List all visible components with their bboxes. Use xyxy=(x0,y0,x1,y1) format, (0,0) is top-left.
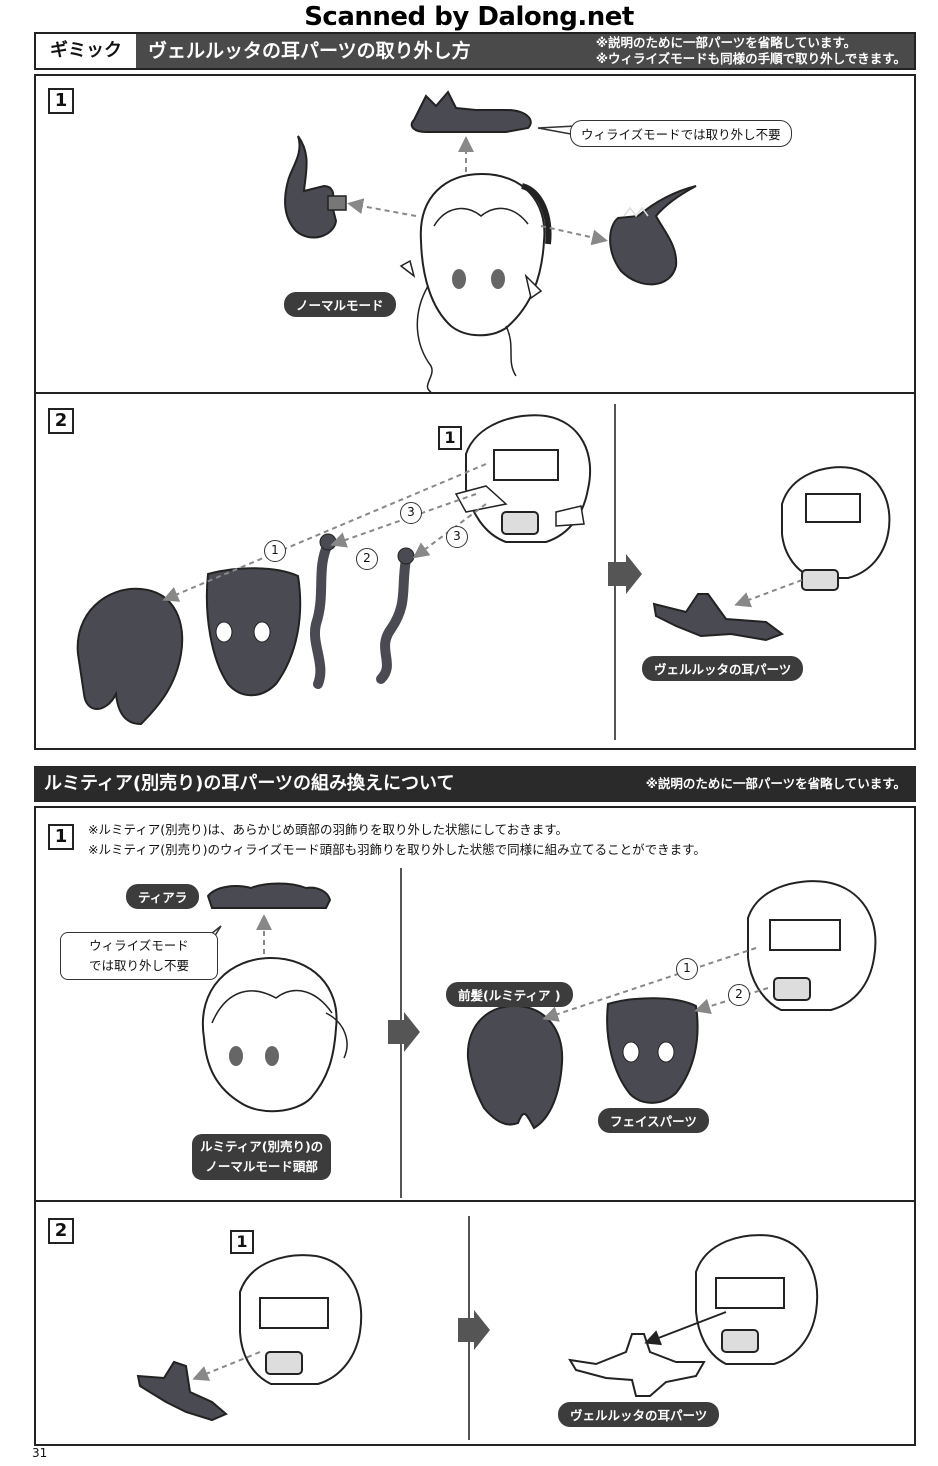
transition-arrow xyxy=(458,1310,490,1350)
ear-part xyxy=(652,593,785,642)
step-number: 2 xyxy=(48,408,74,434)
left-ear-part xyxy=(284,135,347,239)
head-frame-after xyxy=(695,1234,819,1365)
lumitia-head xyxy=(201,956,348,1113)
marker-3-circle-a: 3 xyxy=(400,502,422,524)
face-part xyxy=(606,997,699,1104)
side-curl-left xyxy=(310,539,333,689)
lumitia-note-2: ※ルミティア(別売り)のウィライズモード頭部も羽飾りを取り外した状態で同様に組み… xyxy=(88,842,706,857)
lumitia-note: ※説明のために一部パーツを省略しています。 xyxy=(645,776,906,791)
step-number: 1 xyxy=(48,88,74,114)
gimmick-step2-panel: 2 xyxy=(34,392,916,750)
head-drawing xyxy=(399,172,552,392)
top-crown-part xyxy=(410,90,532,133)
face-parts-label: フェイスパーツ xyxy=(598,1108,709,1133)
ear-socket-part xyxy=(136,1360,228,1422)
marker-2-circle: 2 xyxy=(728,984,750,1006)
transition-arrow xyxy=(388,1012,420,1052)
lumitia-head-label: ルミティア(別売り)の ノーマルモード頭部 xyxy=(192,1134,332,1180)
bangs-label: 前髪(ルミティア ) xyxy=(446,982,573,1007)
head-frame xyxy=(454,414,592,543)
lumitia-step1-notes: ※ルミティア(別売り)は、あらかじめ頭部の羽飾りを取り外した状態にしておきます。… xyxy=(88,820,706,860)
marker-1-frame: 1 xyxy=(230,1230,254,1254)
back-hair-part xyxy=(76,587,184,726)
tiara-label: ティアラ xyxy=(126,884,200,909)
head-label-line-2: ノーマルモード頭部 xyxy=(205,1159,318,1174)
arrow-left-ear xyxy=(347,198,417,217)
transition-arrow xyxy=(608,554,642,594)
step-number: 2 xyxy=(48,1218,74,1244)
head-frame xyxy=(747,880,877,1011)
lumitia-note-1: ※ルミティア(別売り)は、あらかじめ頭部の羽飾りを取り外した状態にしておきます。 xyxy=(88,822,568,837)
marker-3-circle-b: 3 xyxy=(446,526,468,548)
gimmick-title: ヴェルルッタの耳パーツの取り外し方 xyxy=(148,40,471,62)
gimmick-step1-panel: 1 xyxy=(34,74,916,394)
ear-parts-label: ヴェルルッタの耳パーツ xyxy=(558,1402,720,1427)
marker-2-circle: 2 xyxy=(356,548,378,570)
gimmick-tag: ギミック xyxy=(36,34,136,68)
marker-1-circle: 1 xyxy=(264,540,286,562)
front-hair-part xyxy=(466,1004,564,1130)
callout-no-removal: ウィライズモード では取り外し不要 xyxy=(60,932,218,980)
step1-illustration xyxy=(284,90,697,392)
gimmick-header: ギミック ヴェルルッタの耳パーツの取り外し方 ※説明のために一部パーツを省略して… xyxy=(34,32,916,70)
step2-illustration xyxy=(76,414,891,726)
tiara-part xyxy=(206,882,332,909)
ear-part xyxy=(568,1333,706,1397)
step-number: 1 xyxy=(48,824,74,850)
ear-parts-label: ヴェルルッタの耳パーツ xyxy=(642,656,804,681)
lumitia-step2-illustration xyxy=(136,1234,819,1422)
page-number: 31 xyxy=(32,1446,48,1460)
side-curl-right xyxy=(376,554,411,684)
lumitia-step1-illustration xyxy=(195,880,877,1130)
lumitia-step2-panel: 2 1 ヴェルルッタの耳パーツ xyxy=(34,1200,916,1446)
head-label-line-1: ルミティア(別売り)の xyxy=(200,1139,324,1154)
gimmick-note-2: ※ウィライズモードも同様の手順で取り外しできます。 xyxy=(595,51,906,66)
arrow-right-ear xyxy=(540,225,608,246)
lumitia-title: ルミティア(別売り)の耳パーツの組み換えについて xyxy=(44,773,455,794)
lumitia-step1-panel: 1 ※ルミティア(別売り)は、あらかじめ頭部の羽飾りを取り外した状態にしておきま… xyxy=(34,806,916,1202)
head-frame-after xyxy=(781,466,891,591)
callout-line-2: では取り外し不要 xyxy=(88,958,189,973)
marker-1-circle: 1 xyxy=(676,958,698,980)
right-ear-part xyxy=(609,185,697,286)
gimmick-note-1: ※説明のために一部パーツを省略しています。 xyxy=(595,35,857,50)
callout-no-removal: ウィライズモードでは取り外し不要 xyxy=(570,120,792,147)
marker-1-frame: 1 xyxy=(438,426,462,450)
callout-line-1: ウィライズモード xyxy=(89,938,189,953)
head-frame xyxy=(239,1254,363,1385)
watermark: Scanned by Dalong.net xyxy=(304,2,634,32)
gimmick-notes: ※説明のために一部パーツを省略しています。 ※ウィライズモードも同様の手順で取り… xyxy=(596,35,906,67)
lumitia-header: ルミティア(別売り)の耳パーツの組み換えについて ※説明のために一部パーツを省略… xyxy=(34,766,916,802)
normal-mode-label: ノーマルモード xyxy=(284,292,396,317)
